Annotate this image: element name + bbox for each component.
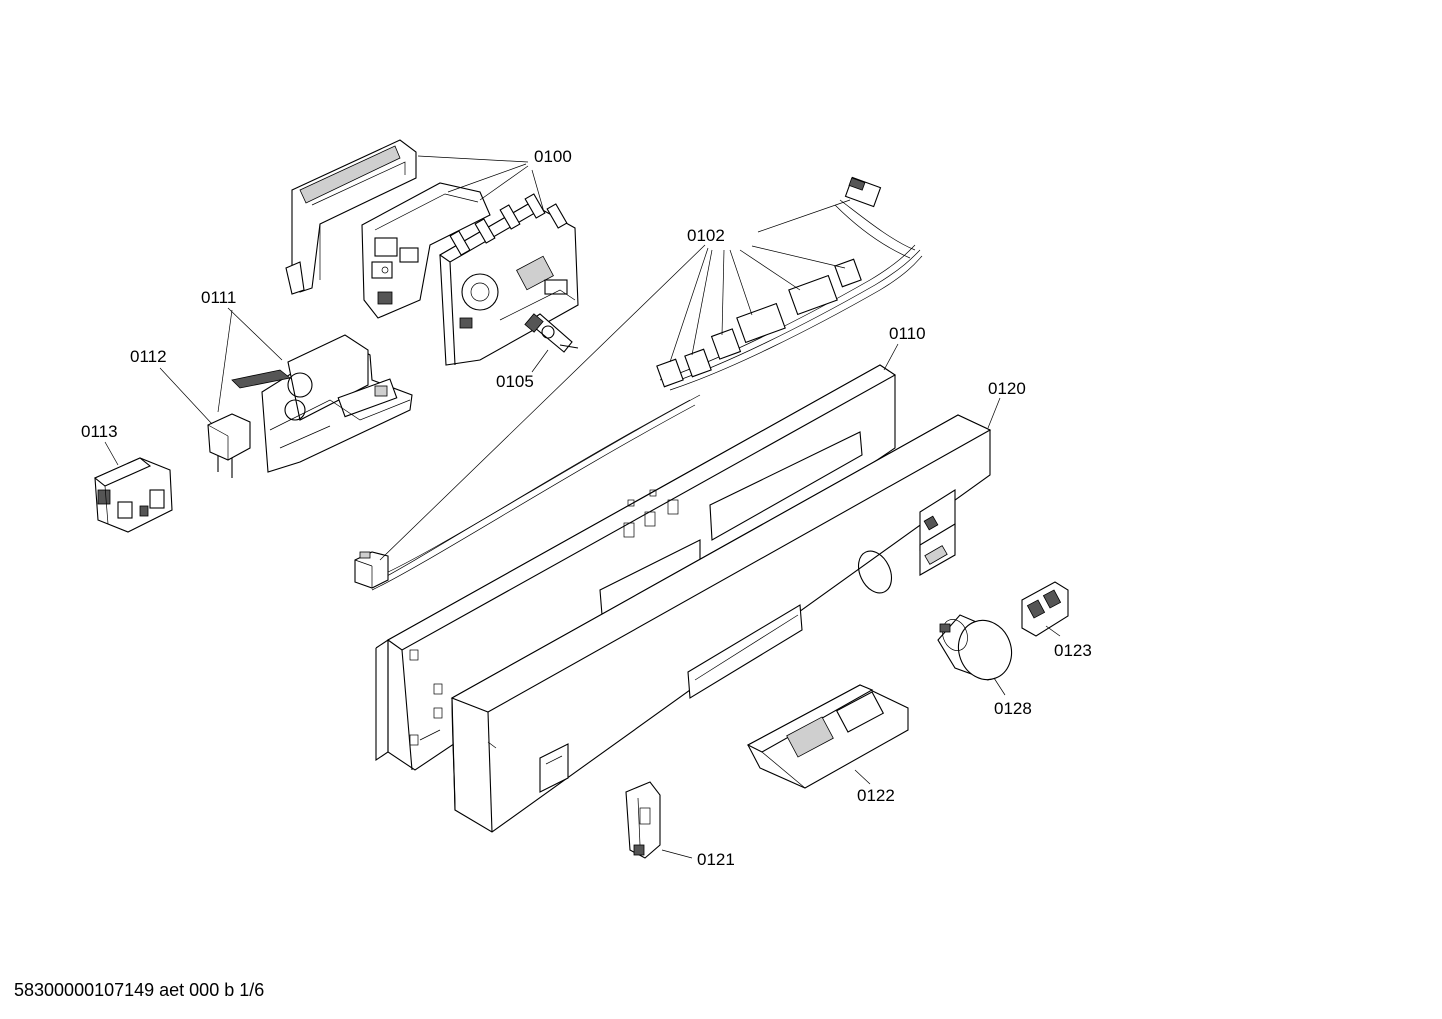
callout-0110: 0110 <box>889 324 926 343</box>
callout-0128: 0128 <box>994 699 1032 718</box>
part-0113-main-switch <box>93 457 173 533</box>
callout-labels: 0100 0102 0105 0110 0111 0112 0113 0120 … <box>81 147 1092 869</box>
part-0122-dispenser-lid <box>746 684 909 789</box>
part-0111-switch-assembly <box>231 334 413 473</box>
part-0128-knob <box>937 614 1013 681</box>
part-0102-wiring-harness <box>354 176 923 591</box>
part-0112-relay <box>207 413 251 478</box>
callout-0112: 0112 <box>130 347 167 366</box>
callout-0100: 0100 <box>534 147 572 166</box>
callout-0122: 0122 <box>857 786 895 805</box>
callout-0102: 0102 <box>687 226 725 245</box>
part-0123-buttons <box>1021 581 1069 637</box>
callout-0105: 0105 <box>496 372 534 391</box>
part-0121-clip <box>625 781 661 859</box>
callout-0113: 0113 <box>81 422 118 441</box>
callout-0111: 0111 <box>201 288 236 307</box>
part-0105-sensor <box>524 313 579 353</box>
callout-0121: 0121 <box>697 850 735 869</box>
part-0120-front-fascia <box>450 414 992 833</box>
document-footer-id: 58300000107149 aet 000 b 1/6 <box>14 980 265 1000</box>
part-0100-control-module <box>285 139 579 366</box>
leader-lines <box>104 155 1061 859</box>
callout-0123: 0123 <box>1054 641 1092 660</box>
callout-0120: 0120 <box>988 379 1026 398</box>
